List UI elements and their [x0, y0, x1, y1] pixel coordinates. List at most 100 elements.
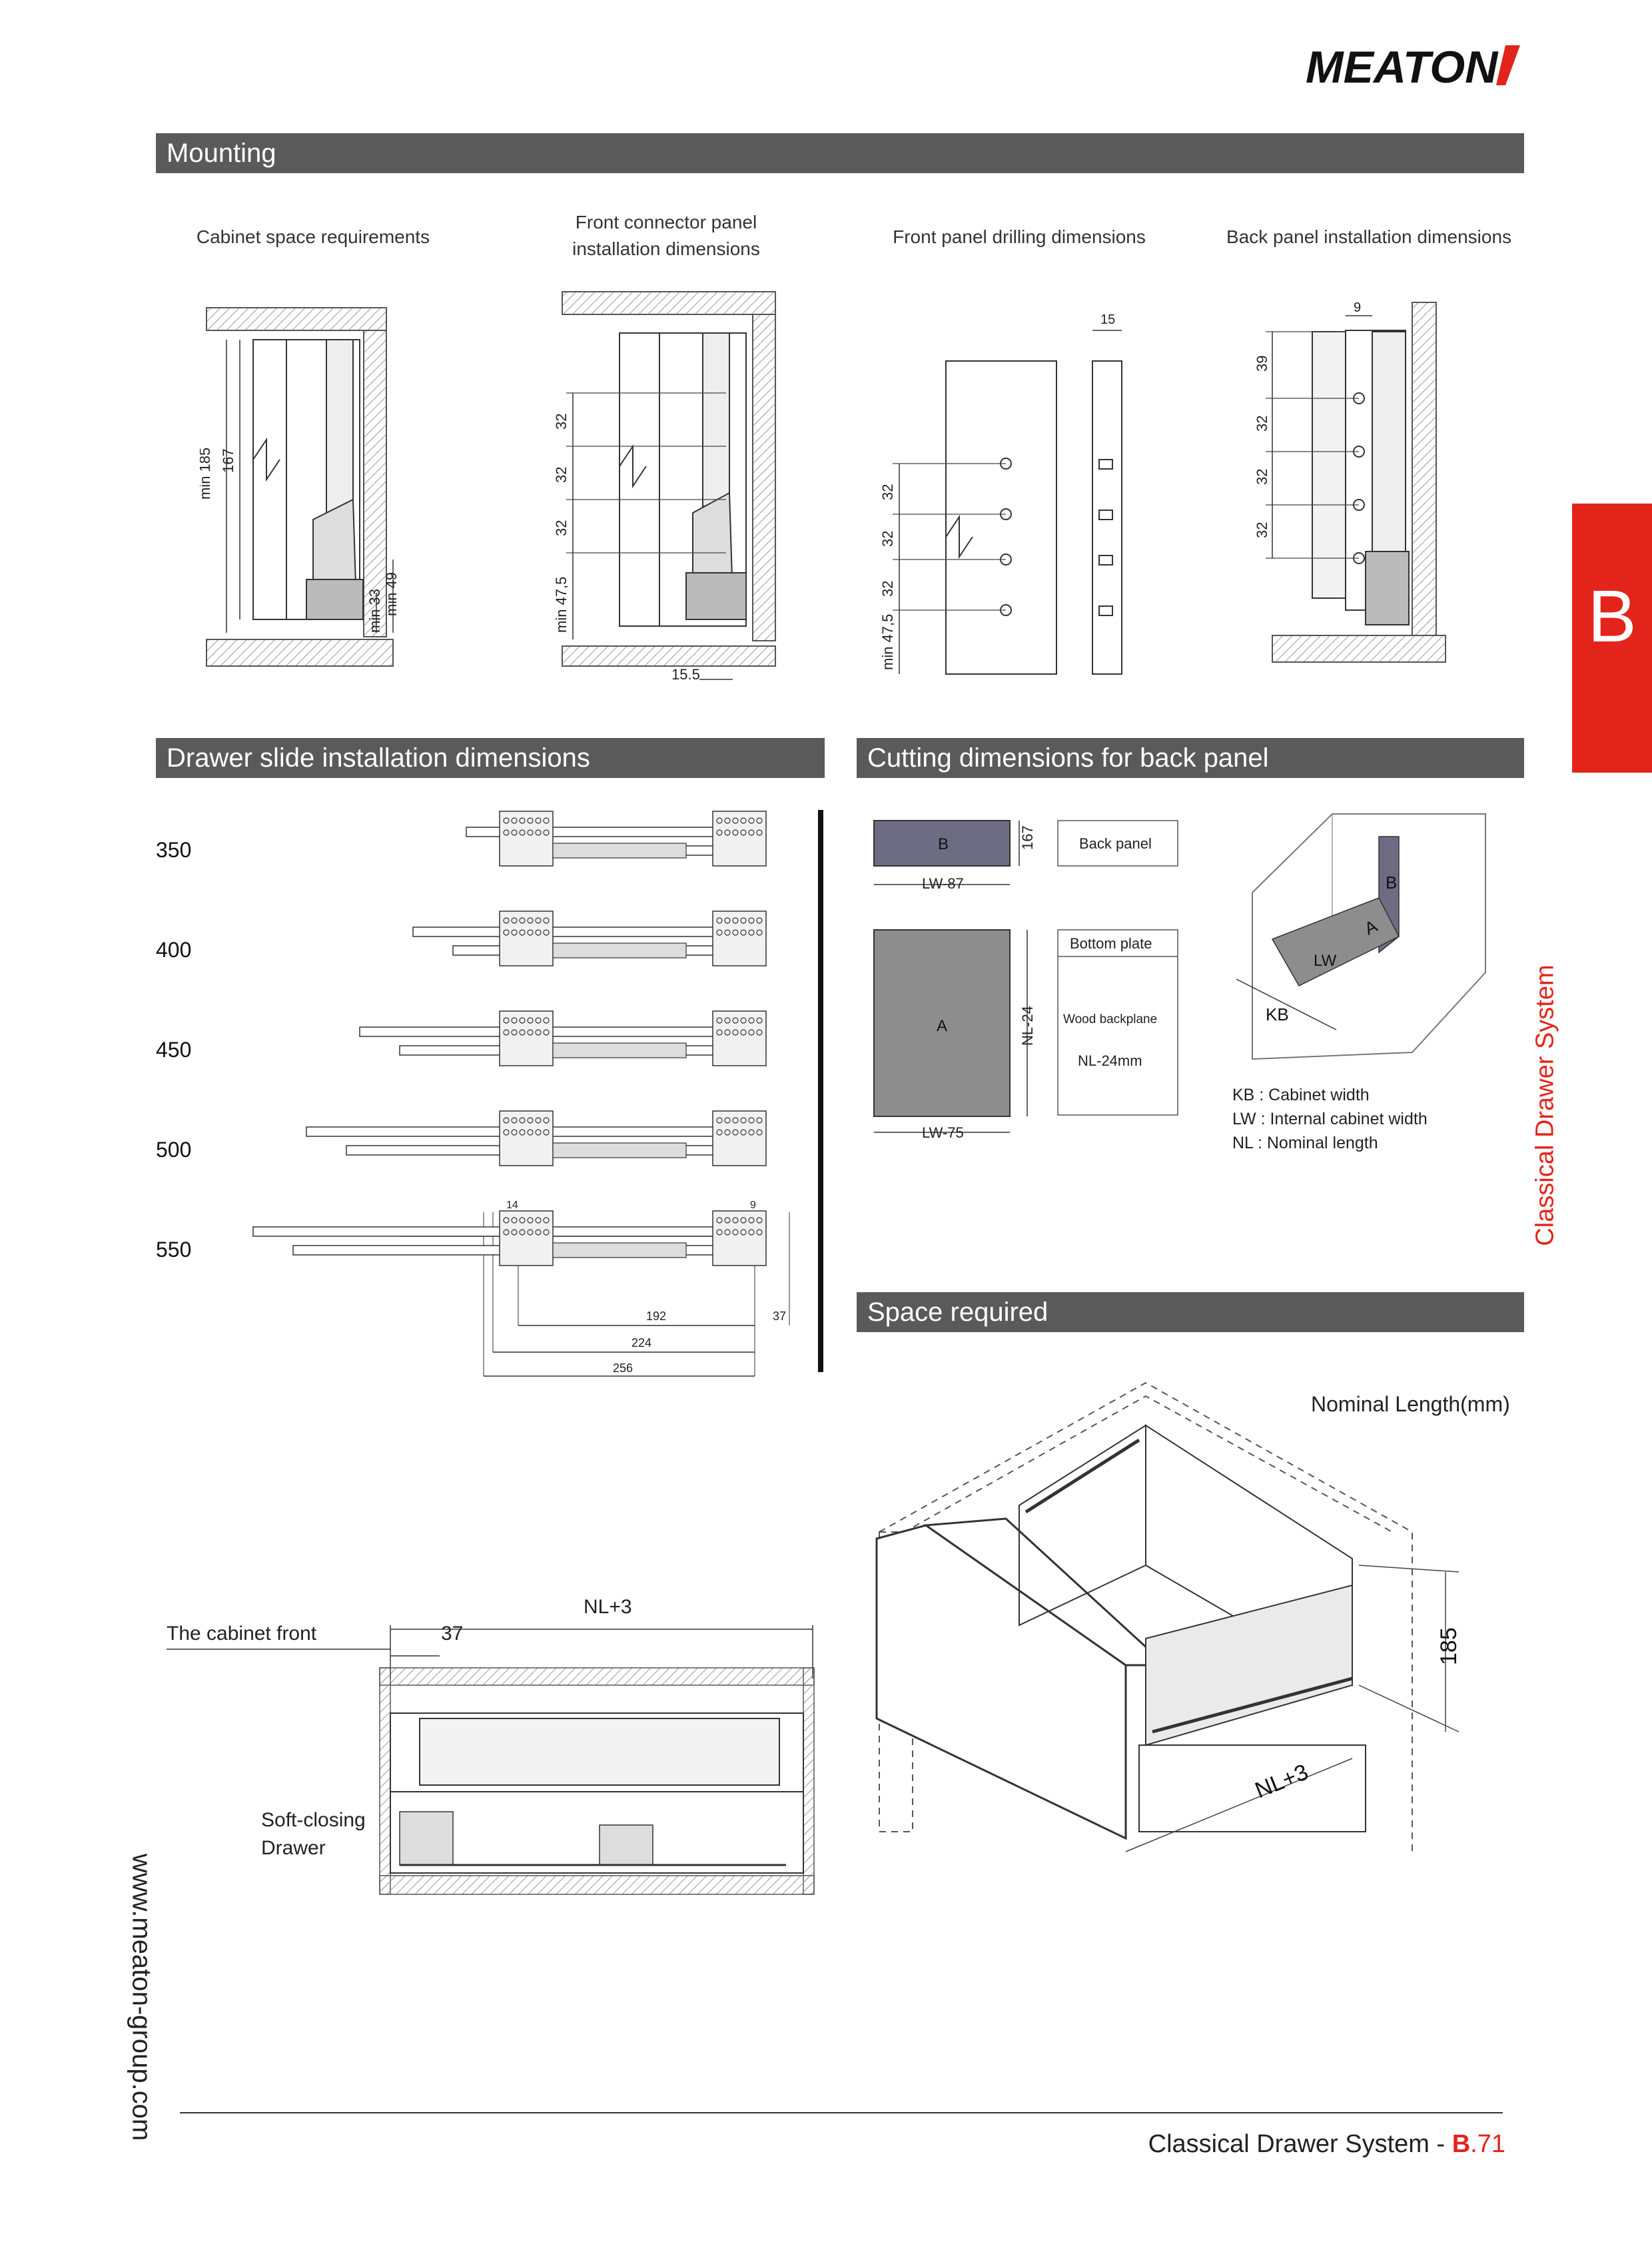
- dim-15: 15: [1100, 312, 1115, 327]
- slide-hole: [527, 1129, 534, 1136]
- legend-nl: NL : Nominal length: [1232, 1134, 1378, 1152]
- slide-hole: [748, 929, 755, 936]
- slide-hole: [748, 1117, 755, 1124]
- slide-hole: [748, 817, 755, 824]
- logo-red-slash: [1496, 45, 1520, 85]
- slide-hole: [756, 817, 763, 824]
- slide-hole: [748, 1017, 755, 1024]
- slide-hole: [535, 1029, 542, 1036]
- slide-hole: [511, 1117, 518, 1124]
- back-panel-label: Back panel: [1079, 835, 1152, 852]
- slide-hole: [527, 829, 534, 836]
- slide-hole: [740, 1017, 747, 1024]
- dim-39: 39: [1254, 356, 1270, 372]
- dim-32-g: 32: [1254, 416, 1270, 432]
- slide-hole: [724, 1017, 731, 1024]
- slide-hole: [511, 817, 518, 824]
- cutting-legend: KB : Cabinet width LW : Internal cabinet…: [1232, 1083, 1499, 1155]
- side-tab: B: [1572, 504, 1652, 773]
- dim-min185: min 185: [200, 448, 213, 500]
- slide-hole: [527, 1229, 534, 1236]
- slide-hole: [716, 817, 723, 824]
- dim-32-h: 32: [1254, 469, 1270, 485]
- slide-size-350: 350: [156, 838, 192, 862]
- slide-hole: [740, 1029, 747, 1036]
- slide-hole: [716, 917, 723, 924]
- slide-hole: [716, 1229, 723, 1236]
- slide-hole: [503, 829, 510, 836]
- slide-hole: [740, 929, 747, 936]
- slide-hole: [535, 1117, 542, 1124]
- slide-hole: [756, 1117, 763, 1124]
- slide-hole: [732, 1117, 739, 1124]
- slide-hole: [543, 1129, 550, 1136]
- slide-bracket: [712, 1210, 767, 1266]
- panel-b-width: LW-87: [922, 875, 964, 892]
- slide-hole: [756, 917, 763, 924]
- legend-kb: KB : Cabinet width: [1232, 1086, 1370, 1104]
- slide-dim-14: 14: [506, 1200, 518, 1211]
- slide-hole: [748, 1229, 755, 1236]
- bottom-plate-label: Bottom plate: [1070, 935, 1152, 952]
- slide-hole: [511, 1229, 518, 1236]
- slide-hole: [519, 817, 526, 824]
- slide-hole: [519, 1029, 526, 1036]
- slide-hole: [716, 929, 723, 936]
- slide-hole: [527, 1017, 534, 1024]
- slide-size-450: 450: [156, 1038, 192, 1062]
- caption-front-connector-2: installation dimensions: [572, 238, 760, 259]
- slide-hole: [740, 829, 747, 836]
- slide-hole: [724, 817, 731, 824]
- slide-hole: [543, 1029, 550, 1036]
- slide-hole: [527, 1217, 534, 1224]
- slide-hole: [503, 929, 510, 936]
- iso-b-label: B: [1386, 873, 1397, 893]
- panel-b-rect: [873, 820, 1011, 867]
- slide-hole: [543, 1117, 550, 1124]
- slide-hole: [527, 929, 534, 936]
- footer-text: Classical Drawer System - B.71: [1148, 2130, 1505, 2158]
- slide-mechanism: [552, 1142, 687, 1158]
- slide-dim-256: 256: [613, 1361, 633, 1375]
- slide-hole: [511, 1029, 518, 1036]
- slide-hole: [756, 1229, 763, 1236]
- slide-hole: [535, 817, 542, 824]
- slide-bracket: [712, 1110, 767, 1166]
- slide-hole: [724, 1129, 731, 1136]
- slide-hole: [527, 1117, 534, 1124]
- slide-size-400: 400: [156, 938, 192, 962]
- caption-back-panel: Back panel installation dimensions: [1226, 226, 1512, 247]
- slide-hole: [503, 1117, 510, 1124]
- slide-hole: [732, 1217, 739, 1224]
- slide-hole: [740, 1217, 747, 1224]
- slide-hole: [724, 1229, 731, 1236]
- slide-hole: [519, 829, 526, 836]
- slide-hole: [535, 917, 542, 924]
- slide-hole: [756, 1217, 763, 1224]
- slide-hole: [756, 929, 763, 936]
- space-height-185: 185: [1436, 1627, 1461, 1665]
- section-space: Space required: [857, 1292, 1524, 1332]
- slide-dim-37: 37: [773, 1309, 786, 1323]
- slide-hole: [732, 929, 739, 936]
- slide-hole: [503, 1129, 510, 1136]
- slide-hole: [543, 929, 550, 936]
- figure-front-connector: 32 32 32 min 47,5 15.5: [553, 286, 779, 693]
- slide-mechanism: [552, 843, 687, 859]
- wood-dim-label: NL-24mm: [1078, 1052, 1142, 1069]
- slide-size-550: 550: [156, 1238, 192, 1262]
- slide-hole: [543, 829, 550, 836]
- caption-front-connector-1: Front connector panel: [575, 212, 757, 232]
- slide-size-500: 500: [156, 1138, 192, 1162]
- dim-9: 9: [1354, 300, 1361, 315]
- panel-a-height: NL-24: [1019, 1006, 1036, 1046]
- slide-dim-224: 224: [631, 1336, 651, 1349]
- slide-hole: [543, 1229, 550, 1236]
- slide-hole: [535, 929, 542, 936]
- legend-lw: LW : Internal cabinet width: [1232, 1110, 1428, 1128]
- wood-backplane-label: Wood backplane: [1063, 1012, 1157, 1026]
- slide-hole: [748, 829, 755, 836]
- slide-hole: [535, 1229, 542, 1236]
- slide-bracket: [499, 1110, 554, 1166]
- slide-mechanism: [552, 942, 687, 958]
